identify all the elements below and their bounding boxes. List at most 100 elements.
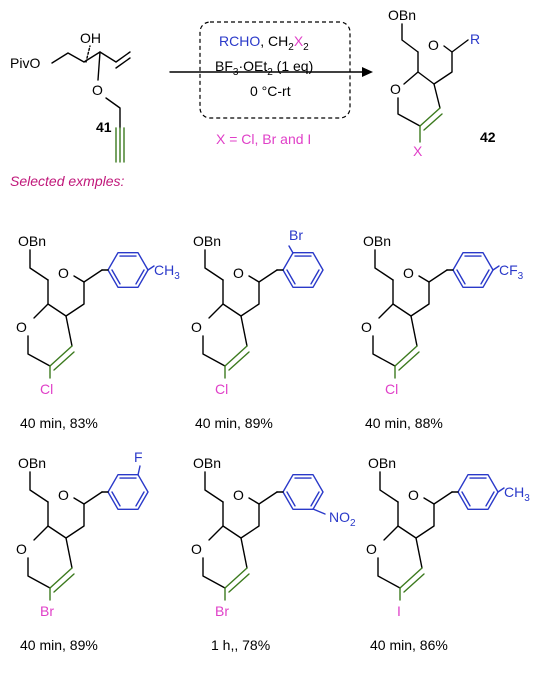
bond [33, 303, 49, 319]
alkene-bond [228, 351, 250, 371]
bond [312, 508, 326, 515]
bond [137, 465, 141, 476]
substituent-label: Br [289, 227, 303, 243]
pyran-ring [222, 275, 260, 317]
ring-o-label: O [403, 265, 414, 281]
halogen-label: Cl [385, 381, 398, 397]
bond [383, 525, 399, 541]
bond [65, 315, 73, 347]
compound-42-label: 42 [480, 129, 496, 145]
bond [83, 491, 103, 505]
starting-material-41: PivO OH O 41 [10, 30, 131, 163]
obn-label: OBn [388, 7, 416, 23]
reaction-arrow [169, 67, 373, 77]
aryl-ring [452, 252, 494, 288]
aryl-double-bonds [111, 255, 145, 285]
ring-o-label: O [233, 265, 244, 281]
bond [428, 269, 448, 283]
alkene-bond [394, 345, 418, 367]
bond [208, 525, 224, 541]
bond [415, 537, 423, 569]
bottom-o-label: O [16, 319, 27, 335]
bond [204, 471, 224, 503]
obn-label: OBn [18, 455, 46, 471]
bond [258, 269, 278, 283]
obn-label: OBn [18, 233, 46, 249]
alkene-bond [398, 351, 420, 371]
halogen-label: I [397, 603, 401, 619]
substituent-label: CH3 [504, 484, 530, 504]
substituent-label: CF3 [499, 262, 524, 282]
bond [240, 537, 248, 569]
aryl-ring [282, 252, 324, 288]
bond [410, 315, 418, 347]
yield-caption: 40 min, 83% [20, 415, 98, 431]
bond [65, 537, 73, 569]
alkene-bond [53, 573, 75, 593]
aryl-ring [107, 252, 149, 288]
alkene-bond [399, 567, 423, 589]
substituent-label: F [134, 449, 143, 465]
bond [27, 557, 51, 589]
bond [379, 471, 399, 503]
bond [492, 265, 500, 271]
conditions-temperature: 0 °C-rt [250, 83, 291, 99]
halogen-label: Br [215, 603, 229, 619]
ring-o-label: O [58, 487, 69, 503]
yield-caption: 40 min, 86% [370, 637, 448, 653]
aryl-ring [457, 474, 499, 510]
bond [147, 265, 155, 271]
bottom-o-label: O [390, 81, 401, 97]
obn-label: OBn [193, 233, 221, 249]
pyran-ring [392, 275, 430, 317]
bond [202, 335, 226, 367]
halogen-x-label: X [413, 143, 423, 159]
alkene-bond [224, 345, 248, 367]
oh-label: OH [80, 30, 101, 46]
aryl-ring [282, 474, 324, 510]
obn-label: OBn [363, 233, 391, 249]
bond [208, 303, 224, 319]
pyran-ring [47, 497, 85, 539]
halogen-label: Br [40, 603, 54, 619]
aryl-ring [107, 474, 149, 510]
aryl-double-bonds [286, 477, 320, 507]
product-42: OBn O R O X 42 [388, 7, 496, 159]
alkene-bond [53, 351, 75, 371]
halogen-label: Cl [215, 381, 228, 397]
yield-caption: 1 h,, 78% [211, 637, 270, 653]
bottom-o-label: O [16, 541, 27, 557]
bond [29, 471, 49, 503]
pyran-ring [397, 497, 435, 539]
conditions-x-note: X = Cl, Br and I [216, 131, 311, 147]
alkene-bond [224, 567, 248, 589]
bond [33, 525, 49, 541]
bond [258, 491, 278, 505]
bond [202, 557, 226, 589]
ring-o-label: O [233, 487, 244, 503]
aryl-double-bonds [286, 255, 320, 285]
obn-label: OBn [368, 455, 396, 471]
bond [378, 303, 394, 319]
yield-caption: 40 min, 89% [195, 415, 273, 431]
bond [29, 249, 49, 281]
compound-41-label: 41 [96, 119, 112, 135]
bottom-o-label: O [361, 319, 372, 335]
alkene-bond [403, 573, 425, 593]
bond [288, 245, 294, 254]
alkene-bond [228, 573, 250, 593]
aryl-double-bonds [456, 255, 490, 285]
halogen-label: Cl [40, 381, 53, 397]
yield-caption: 40 min, 88% [365, 415, 443, 431]
bond [240, 315, 248, 347]
substituent-label: NO2 [329, 509, 356, 529]
bottom-o-label: O [191, 541, 202, 557]
